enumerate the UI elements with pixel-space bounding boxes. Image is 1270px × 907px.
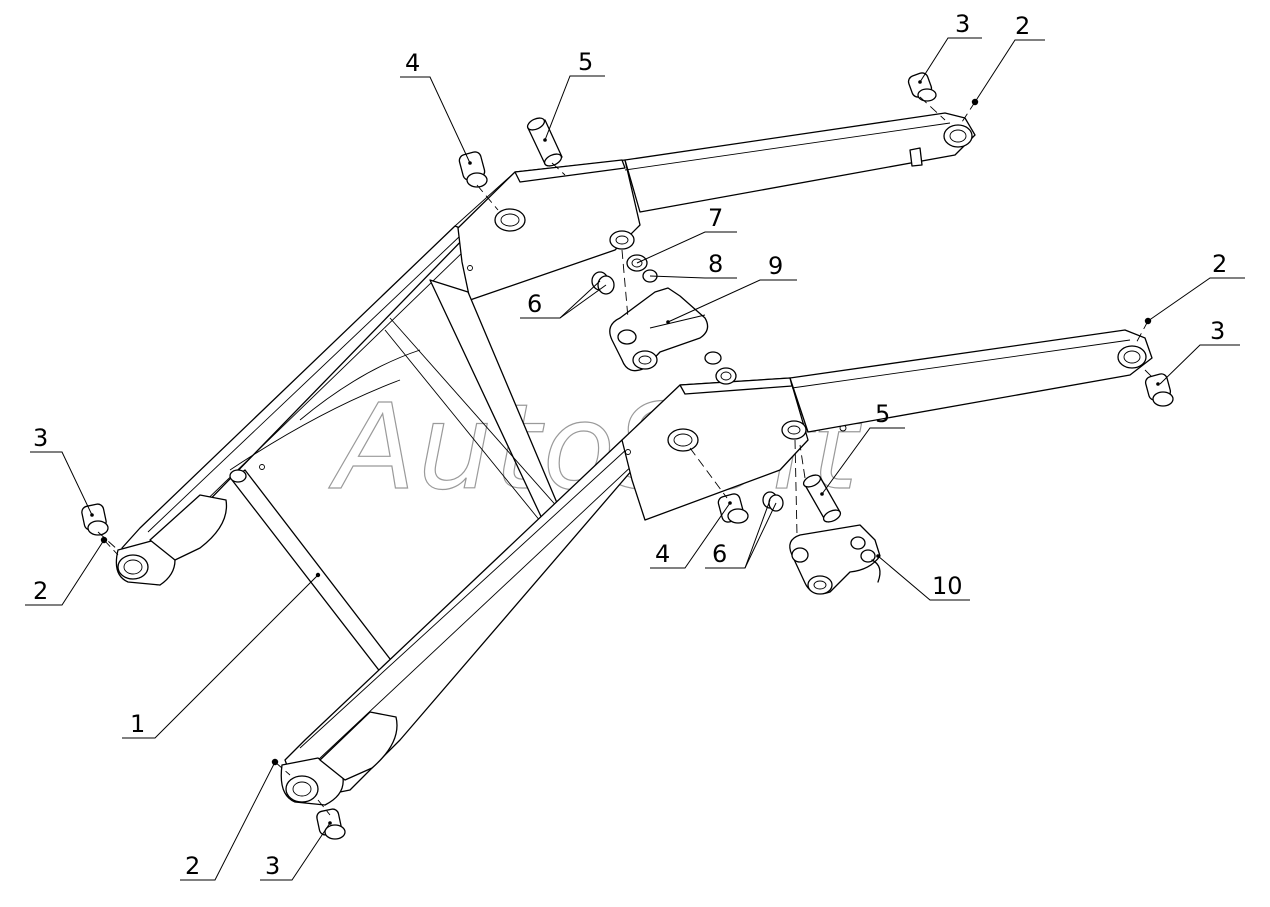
callout-10: 10 [932, 572, 963, 600]
callout-2-bottom: 2 [185, 852, 200, 880]
upper-rear-beam [624, 112, 976, 213]
callout-4-bottom: 4 [655, 540, 670, 568]
callout-2-top-right: 2 [1015, 12, 1030, 40]
link-bracket-9 [609, 287, 709, 372]
washers-middle [704, 351, 737, 385]
bushing-3-bottom [316, 808, 346, 840]
boom-frame [115, 112, 1153, 806]
callout-3-top-right: 3 [955, 10, 970, 38]
upper-arm-fairing [149, 494, 228, 561]
callout-8: 8 [708, 250, 723, 278]
ring-6-top [591, 271, 615, 295]
callout-3-right: 3 [1210, 317, 1225, 345]
callout-labels: 1 2 2 2 2 3 3 3 3 4 4 5 5 6 6 7 8 9 10 [33, 10, 1227, 880]
callout-6-top: 6 [527, 290, 542, 318]
callout-2-left: 2 [33, 577, 48, 605]
leader-lines [25, 37, 1245, 881]
lower-arm-fairing [319, 711, 398, 781]
lower-rear-beam [789, 329, 1153, 433]
callout-5-top: 5 [578, 48, 593, 76]
callout-1: 1 [130, 710, 145, 738]
bushing-4-bottom [717, 493, 749, 524]
callout-5-bottom: 5 [875, 400, 890, 428]
bushing-4-top [458, 151, 488, 188]
pin-5-top [526, 117, 563, 167]
pin-5-bottom [802, 474, 842, 523]
callout-3-left: 3 [33, 424, 48, 452]
link-bracket-10 [789, 524, 881, 595]
callout-9: 9 [768, 252, 783, 280]
callout-3-bottom: 3 [265, 852, 280, 880]
bushing-3-top-right [907, 72, 937, 102]
callout-4-top: 4 [405, 49, 420, 77]
bushing-3-right [1144, 373, 1174, 407]
callout-2-right: 2 [1212, 250, 1227, 278]
bushing-3-left [81, 503, 109, 536]
callout-7: 7 [708, 204, 723, 232]
callout-6-bottom: 6 [712, 540, 727, 568]
